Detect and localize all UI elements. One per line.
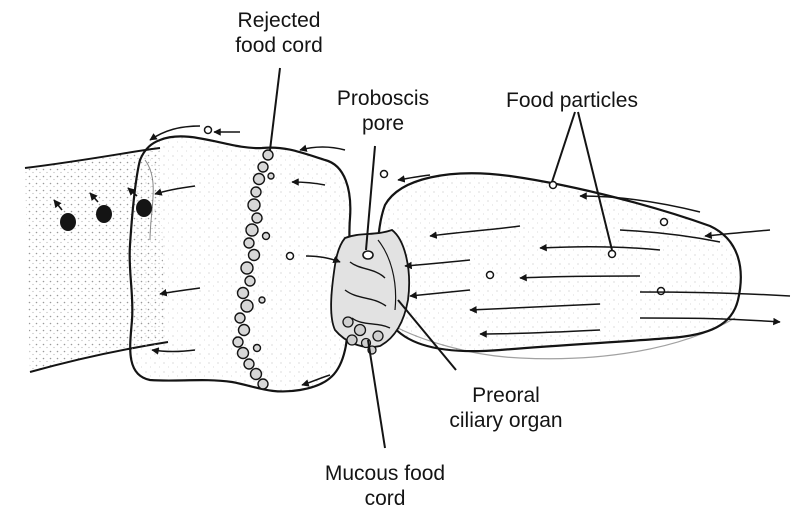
preoral-ciliary-organ-line2: ciliary organ <box>422 408 590 433</box>
label-mucous-food-cord: Mucous food cord <box>300 461 470 511</box>
proboscis-pore-line1: Proboscis <box>318 86 448 111</box>
rejected-food-cord-line1: Rejected <box>214 8 344 33</box>
label-proboscis-pore: Proboscis pore <box>318 86 448 136</box>
mucous-food-cord-line1: Mucous food <box>300 461 470 486</box>
proboscis <box>378 173 741 358</box>
label-rejected-food-cord: Rejected food cord <box>214 8 344 58</box>
mucous-food-cord-line2: cord <box>300 486 470 511</box>
label-preoral-ciliary-organ: Preoral ciliary organ <box>422 383 590 433</box>
food-particles-text: Food particles <box>482 88 662 113</box>
label-food-particles: Food particles <box>482 88 662 113</box>
preoral-ciliary-organ-line1: Preoral <box>422 383 590 408</box>
proboscis-pore-line2: pore <box>318 111 448 136</box>
preoral-ciliary-organ <box>331 230 409 347</box>
proboscis-pore <box>363 251 373 259</box>
rejected-food-cord-line2: food cord <box>214 33 344 58</box>
